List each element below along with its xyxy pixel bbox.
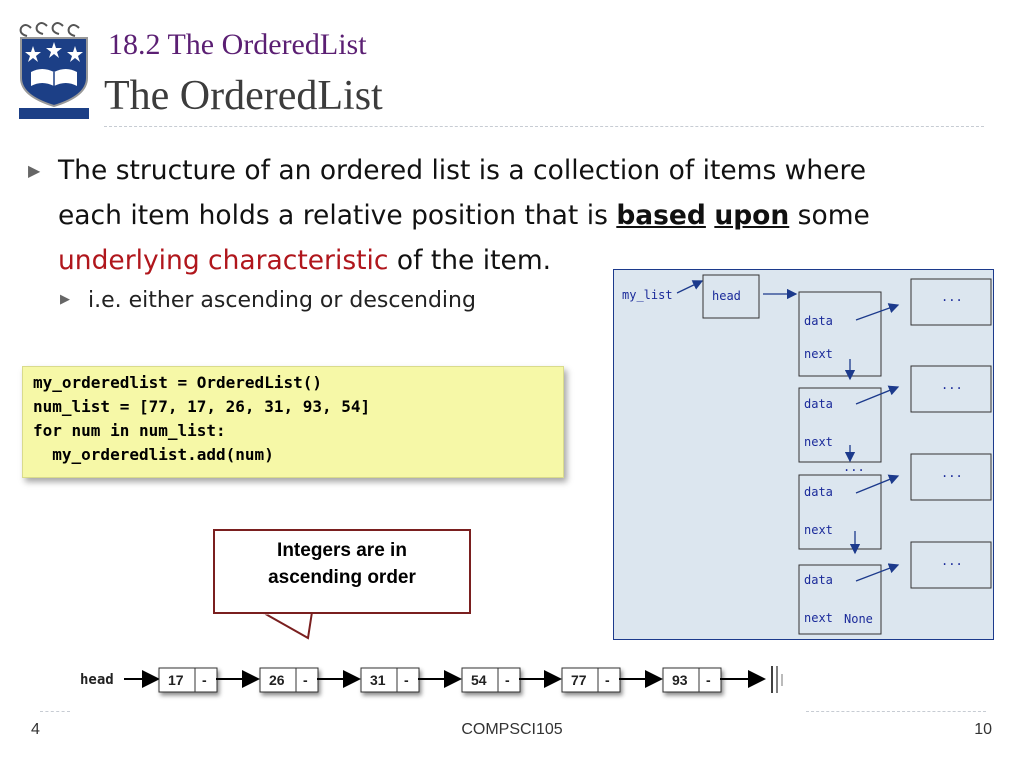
node-link: - (605, 672, 610, 688)
callout-box: Integers are in ascending order (213, 529, 471, 614)
node-link: - (706, 672, 711, 688)
code-line: for num in num_list: (33, 421, 226, 440)
node-next-label: next (804, 611, 833, 625)
list-node: 26 - (259, 667, 319, 693)
node-value: 17 (168, 672, 184, 688)
footer-course: COMPSCI105 (461, 721, 563, 738)
node-data-label: data (804, 314, 833, 328)
code-line: my_orderedlist = OrderedList() (33, 373, 322, 392)
linked-list-diagram: my_list head data next ... data next ...… (613, 269, 994, 640)
slide-title: The OrderedList (104, 73, 383, 119)
item-ellipsis: ... (941, 466, 963, 480)
node-value: 26 (269, 672, 285, 688)
node-next-label: next (804, 523, 833, 537)
page-number: 10 (974, 721, 992, 738)
node-link: - (505, 672, 510, 688)
callout-line-2: ascending order (268, 567, 416, 588)
bullet-line-1: The structure of an ordered list is a co… (58, 155, 867, 186)
sorted-linked-list: head 17 - 26 - 31 - 54 - 77 - 93 - (80, 666, 783, 693)
node-value: 54 (471, 672, 487, 688)
emphasis-based: based (616, 200, 706, 231)
node-data-label: data (804, 573, 833, 587)
node-data-label: data (804, 485, 833, 499)
node-link: - (303, 672, 308, 688)
main-bullet: ▶ The structure of an ordered list is a … (28, 148, 1003, 283)
none-label: None (844, 612, 873, 626)
node-next-label: next (804, 347, 833, 361)
bullet-some: some (789, 200, 870, 231)
section-subtitle: 18.2 The OrderedList (108, 28, 367, 61)
list-node: 31 - (360, 667, 420, 693)
footer-left: 4 (31, 721, 40, 738)
list-node: 77 - (561, 667, 621, 693)
node-next-label: next (804, 435, 833, 449)
bullet-triangle-icon: ▶ (28, 161, 41, 180)
head-label: head (712, 289, 741, 303)
bullet-end: of the item. (388, 245, 552, 276)
callout-line-1: Integers are in (277, 540, 407, 561)
list-head-label: head (80, 672, 114, 688)
item-ellipsis: ... (941, 554, 963, 568)
node-link: - (404, 672, 409, 688)
footer-divider-right (806, 711, 986, 712)
item-ellipsis: ... (941, 290, 963, 304)
node-value: 93 (672, 672, 688, 688)
bullet-line-2: each item holds a relative position that… (58, 200, 617, 231)
code-line: my_orderedlist.add(num) (33, 445, 274, 464)
list-node: 54 - (461, 667, 521, 693)
code-block: my_orderedlist = OrderedList() num_list … (22, 366, 564, 478)
sub-bullet-text: i.e. either ascending or descending (88, 288, 476, 313)
my-list-label: my_list (622, 288, 673, 302)
node-value: 31 (370, 672, 386, 688)
title-divider (104, 126, 984, 127)
code-line: num_list = [77, 17, 26, 31, 93, 54] (33, 397, 371, 416)
sub-bullet: ▶ i.e. either ascending or descending (60, 288, 476, 313)
list-node: 93 - (662, 667, 722, 693)
null-terminator-icon (771, 666, 783, 693)
node-link: - (202, 672, 207, 688)
university-logo (17, 22, 91, 120)
highlight-underlying: underlying characteristic (58, 245, 389, 276)
node-value: 77 (571, 672, 587, 688)
main-bullet-text: The structure of an ordered list is a co… (58, 148, 1003, 283)
sub-bullet-triangle-icon: ▶ (60, 292, 70, 307)
node-data-label: data (804, 397, 833, 411)
footer-divider-left (40, 711, 70, 712)
item-ellipsis: ... (941, 378, 963, 392)
skip-ellipsis: ... (843, 460, 865, 474)
emphasis-upon: upon (714, 200, 790, 231)
list-node: 17 - (158, 667, 218, 693)
